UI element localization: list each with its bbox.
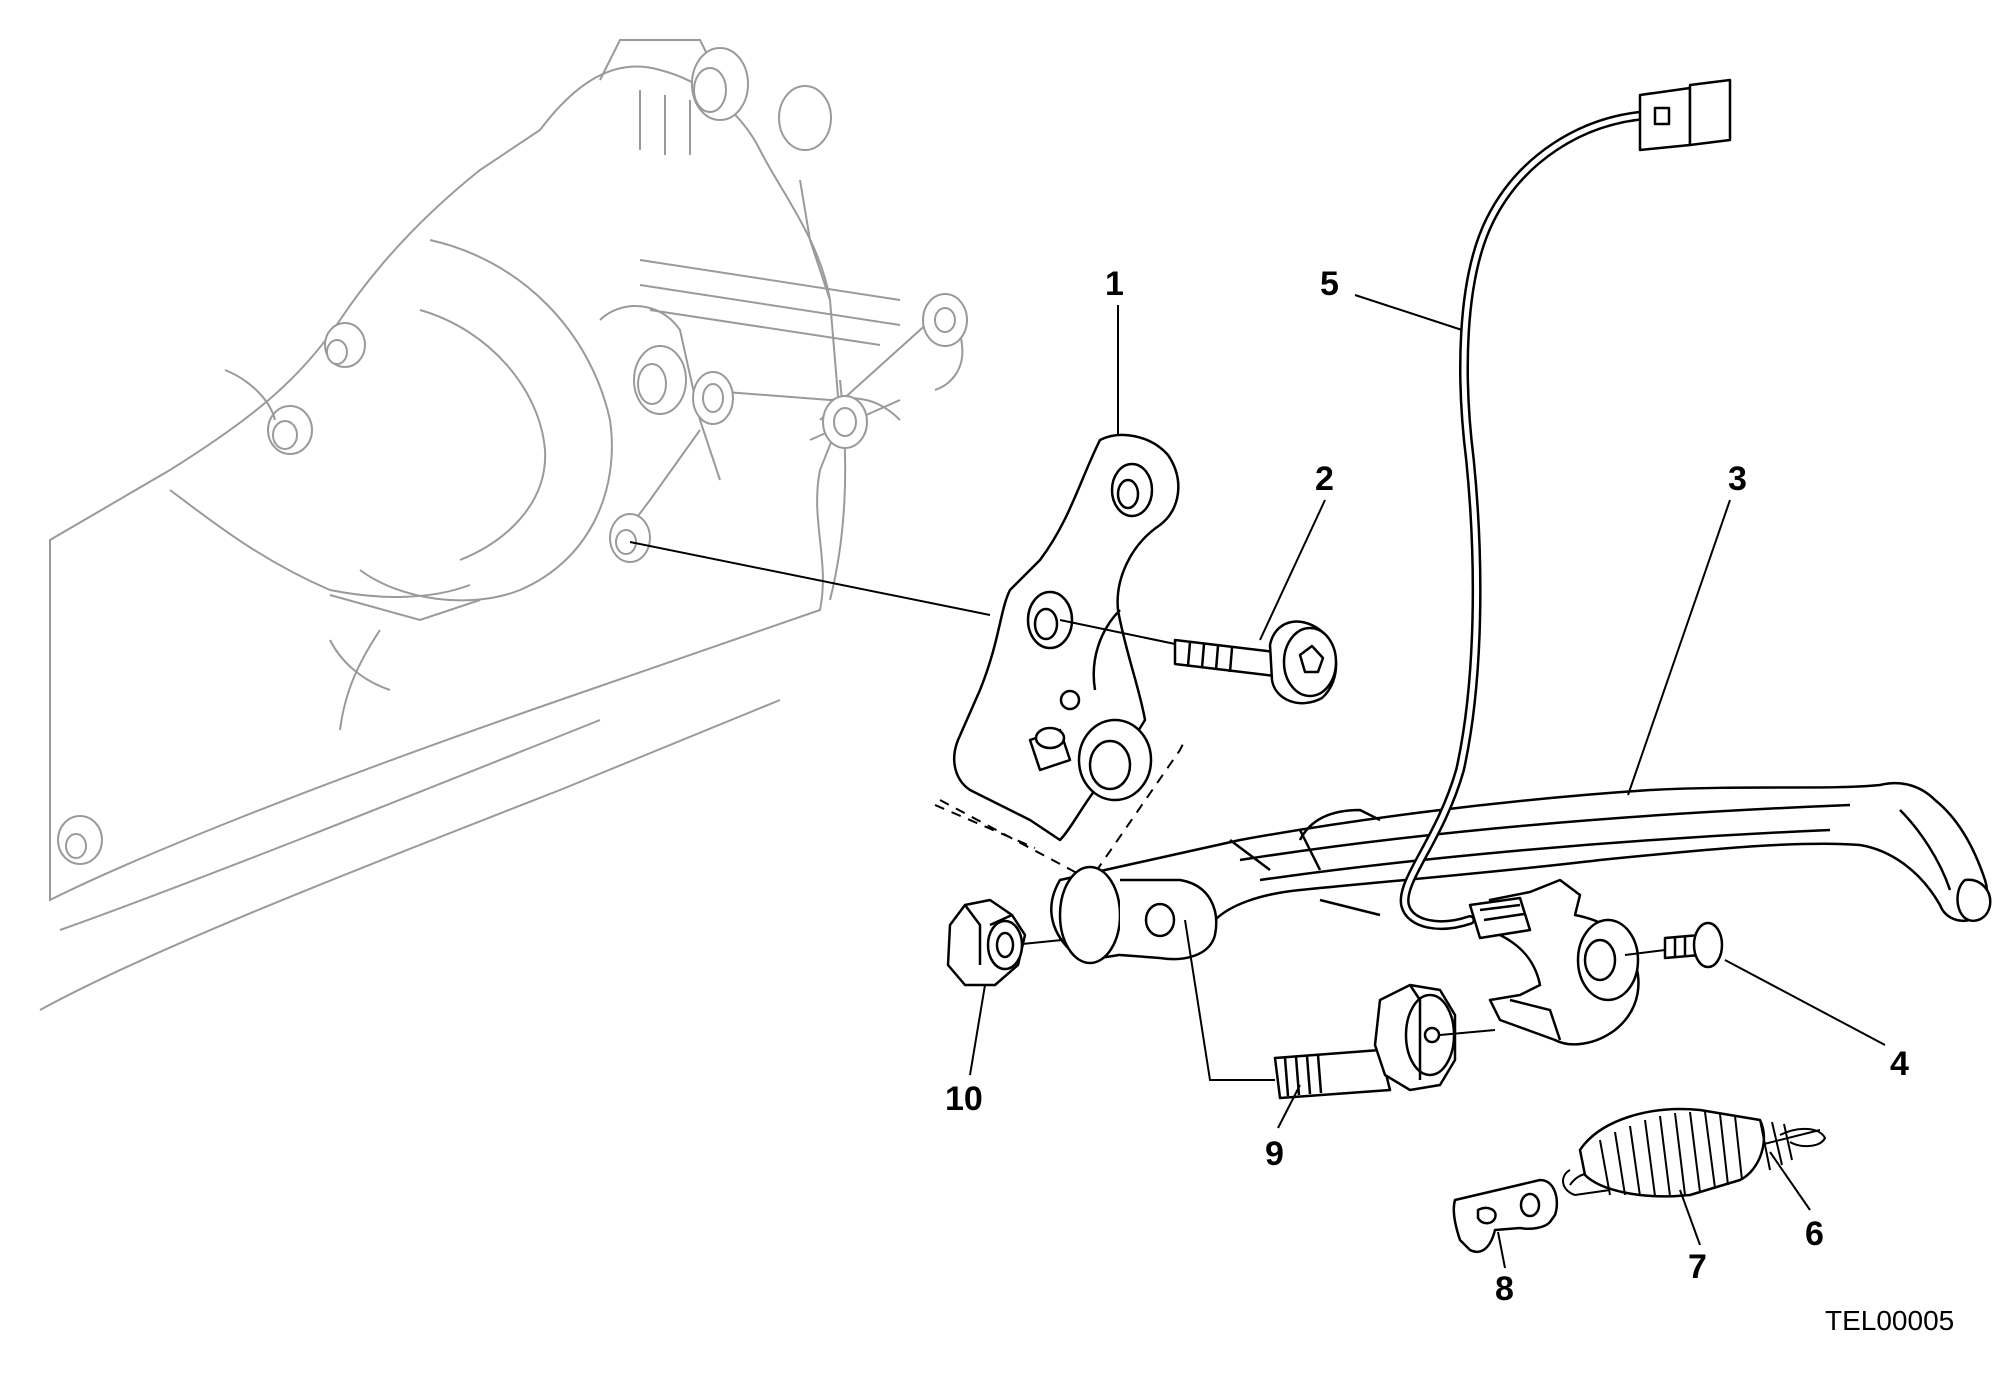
inner-spring bbox=[1562, 1107, 1793, 1198]
engine-case bbox=[39, 39, 968, 1011]
callout-8: 8 bbox=[1495, 1270, 1514, 1308]
bracket-alignment-line bbox=[629, 541, 991, 616]
callout-5: 5 bbox=[1320, 265, 1339, 303]
callout-3: 3 bbox=[1728, 460, 1747, 498]
drawing-reference-code: TEL00005 bbox=[1825, 1305, 1954, 1336]
bracket-bolt bbox=[1173, 620, 1338, 705]
callout-1: 1 bbox=[1105, 265, 1124, 303]
pivot-nut bbox=[946, 898, 1027, 987]
side-stand-switch bbox=[1468, 878, 1640, 1046]
callout-leaders bbox=[969, 294, 1886, 1269]
pivot-pin bbox=[1273, 983, 1457, 1100]
callout-4: 4 bbox=[1890, 1045, 1909, 1083]
alignment-dashed-guide bbox=[939, 739, 1186, 882]
switch-cable bbox=[1399, 78, 1732, 930]
side-stand bbox=[1050, 781, 1992, 965]
callout-10: 10 bbox=[945, 1080, 983, 1118]
callout-6: 6 bbox=[1805, 1215, 1824, 1253]
switch-screw bbox=[1663, 921, 1724, 969]
side-stand-bracket bbox=[953, 433, 1180, 842]
callout-2: 2 bbox=[1315, 460, 1334, 498]
callout-7: 7 bbox=[1688, 1248, 1707, 1286]
spring-plate bbox=[1452, 1178, 1559, 1254]
callout-9: 9 bbox=[1265, 1135, 1284, 1173]
